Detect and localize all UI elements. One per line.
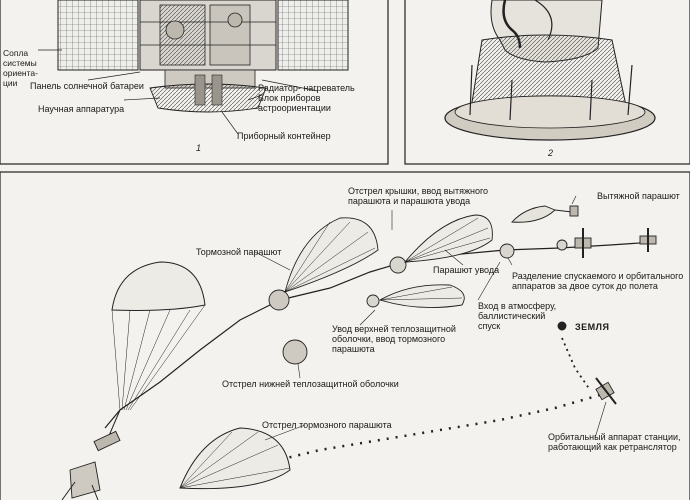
frame-descent [0, 171, 690, 500]
label-cover-release: Отстрел крышки, ввод вытяжного парашюта … [348, 186, 489, 206]
withdrawal-chute-drawing [403, 214, 493, 263]
braking-chute-top-drawing [284, 217, 379, 293]
label-braking-chute: Тормозной парашют [196, 247, 282, 257]
label-atmosphere-entry: Вход в атмосферу, баллистический спуск [478, 301, 557, 331]
frame-panel-2 [404, 0, 690, 165]
capsule-withdrawn [366, 294, 380, 308]
label-lower-shell-release: Отстрел нижней теплозащитной оболочки [222, 379, 399, 389]
earth-marker [557, 321, 567, 331]
label-orbital-relay: Орбитальный аппарат станции, работающий … [548, 432, 681, 452]
label-earth: ЗЕМЛЯ [575, 322, 610, 332]
capsule-2 [389, 256, 407, 274]
leader-lines [254, 195, 607, 441]
descent-module-drawing [444, 0, 656, 141]
craft-separating [556, 228, 592, 258]
label-withdrawal-chute: Парашют увода [433, 265, 500, 275]
frame-panel-1 [0, 0, 389, 165]
lower-shell [282, 339, 308, 365]
panel-2-number: 2 [548, 148, 554, 158]
descent-trajectory [104, 241, 656, 464]
spacecraft-drawing [38, 0, 349, 135]
drogue-chute-drawing [511, 205, 579, 223]
label-radiator-heater: Радиатор- нагреватель [258, 83, 355, 93]
trajectory-objects [61, 205, 657, 500]
panel-1-number: 1 [196, 143, 202, 153]
lander-drawing [61, 461, 101, 500]
label-upper-shell-withdrawal: Увод верхней теплозащитной оболочки, вво… [332, 324, 456, 354]
capsule-3 [268, 289, 290, 311]
label-solar-panel: Панель солнечной батареи [30, 81, 144, 91]
released-chute-drawing [179, 427, 291, 490]
label-instrument-container: Приборный контейнер [237, 131, 331, 141]
solar-panel-right [277, 0, 349, 71]
label-drogue-chute: Вытяжной парашют [597, 191, 680, 201]
craft-1 [639, 228, 657, 252]
label-braking-chute-release: Отстрел тормозного парашюта [262, 420, 392, 430]
label-orientation-nozzles: Сопла системы ориента- ции [3, 48, 38, 88]
label-science-equipment: Научная аппаратура [38, 104, 125, 114]
main-braking-chute-drawing [93, 261, 206, 452]
label-separation: Разделение спускаемого и орбитального ап… [512, 271, 684, 291]
entry-capsule [499, 243, 515, 259]
upper-shell-chute-drawing [378, 284, 465, 309]
orbital-relay-drawing [595, 377, 617, 405]
label-astro-orientation-unit: Блок приборов астроориентации [258, 93, 331, 113]
solar-panel-left [57, 0, 139, 71]
